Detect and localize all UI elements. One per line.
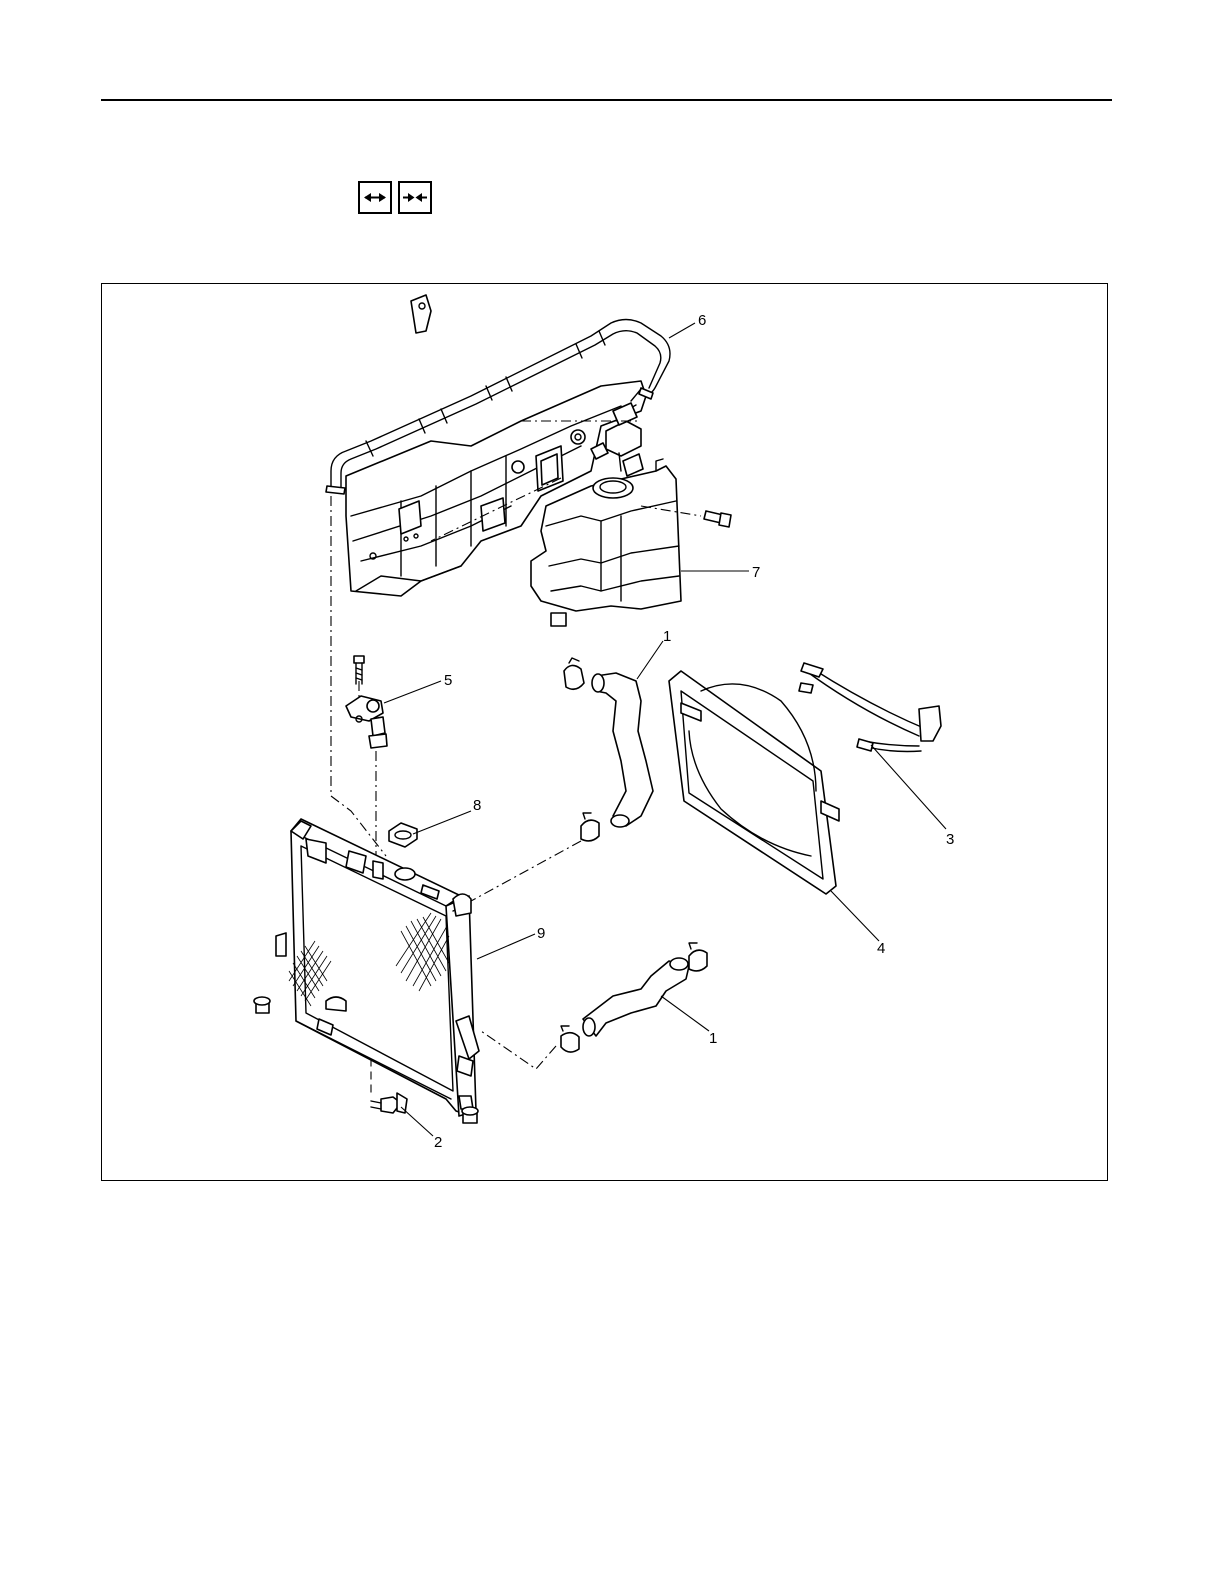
callout-2: 2 [434,1134,442,1151]
drain-plug [371,1093,407,1113]
callout-6: 6 [698,312,706,329]
callout-4: 4 [877,940,885,957]
fan-shroud [669,671,839,894]
fan-shroud-strap [799,663,941,752]
removal-arrows-icon [358,181,392,214]
exploded-view-figure: 6 7 1 5 8 3 4 9 1 2 [101,283,1108,1181]
callout-9: 9 [537,925,545,942]
header-rule [101,99,1112,101]
callout-8: 8 [473,797,481,814]
reserve-tank-bolt [704,511,731,527]
callout-7: 7 [752,564,760,581]
installation-arrows-icon [398,181,432,214]
upper-radiator-hose [564,658,653,841]
callout-1-lower-hose: 1 [709,1030,717,1047]
radiator-exploded-diagram: 6 7 1 5 8 3 4 9 1 2 [102,284,1107,1180]
callout-3: 3 [946,831,954,848]
radiator [276,819,479,1116]
callout-5: 5 [444,672,452,689]
radiator-upper-bracket [346,656,387,748]
callout-1-upper-hose: 1 [663,628,671,645]
lower-radiator-hose [561,943,707,1052]
radiator-cap [389,823,417,847]
